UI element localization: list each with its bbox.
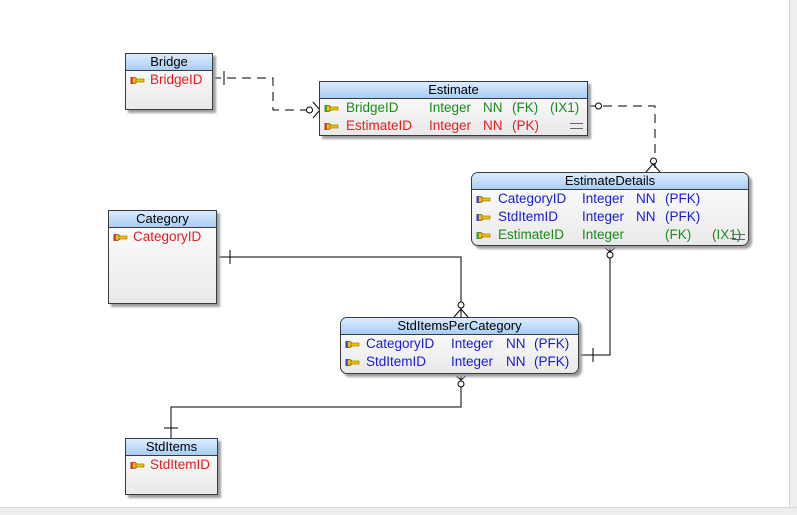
resize-grip-icon[interactable]: [570, 123, 583, 129]
table-title: EstimateDetails: [472, 173, 748, 190]
column-key: (PK): [512, 118, 539, 133]
column-key: (FK): [512, 100, 539, 115]
column-row[interactable]: CategoryID: [109, 228, 216, 246]
primary-key-icon: [130, 77, 145, 84]
column-name: StdItemID: [498, 209, 559, 224]
primary-key-icon: [130, 462, 145, 469]
primary-key-icon: [324, 123, 339, 130]
column-row[interactable]: EstimateID Integer NN (PK): [320, 117, 587, 135]
column-null: NN: [483, 118, 503, 133]
rel-bridge-estimate[interactable]: [212, 71, 321, 119]
column-index: (IX1): [550, 100, 580, 115]
column-null: NN: [506, 354, 526, 369]
horizontal-scrollbar[interactable]: [0, 507, 797, 515]
column-type: Integer: [429, 100, 472, 115]
column-name: CategoryID: [133, 229, 202, 244]
column-type: Integer: [451, 354, 494, 369]
primary-foreign-key-icon: [345, 359, 360, 366]
column-null: NN: [636, 209, 656, 224]
foreign-key-icon: [324, 105, 339, 112]
column-key: (PFK): [665, 191, 701, 206]
column-type: Integer: [582, 191, 625, 206]
resize-grip-icon[interactable]: [732, 234, 745, 240]
column-name: EstimateID: [498, 227, 565, 242]
primary-key-icon: [113, 234, 128, 241]
column-name: CategoryID: [498, 191, 567, 206]
column-row[interactable]: BridgeID Integer NN (FK) (IX1): [320, 99, 587, 117]
column-row[interactable]: CategoryID Integer NN (PFK): [472, 190, 748, 208]
primary-foreign-key-icon: [345, 341, 360, 348]
column-name: StdItemID: [366, 354, 427, 369]
column-key: (PFK): [534, 354, 570, 369]
table-title: StdItems: [126, 439, 217, 456]
column-name: BridgeID: [150, 72, 203, 87]
table-title: Estimate: [320, 82, 587, 99]
column-type: Integer: [582, 227, 625, 242]
column-row[interactable]: EstimateID Integer (FK) (IX1): [472, 226, 748, 244]
column-key: (PFK): [665, 209, 701, 224]
column-row[interactable]: BridgeID: [126, 71, 212, 89]
column-row[interactable]: StdItemID Integer NN (PFK): [341, 353, 578, 371]
rel-category-stditemspercategory[interactable]: [216, 250, 469, 318]
column-index: (IX1): [712, 227, 742, 242]
column-type: Integer: [582, 209, 625, 224]
column-key: (FK): [665, 227, 692, 242]
rel-stditems-stditemspercategory[interactable]: [164, 373, 469, 438]
column-name: BridgeID: [346, 100, 399, 115]
column-row[interactable]: StdItemID Integer NN (PFK): [472, 208, 748, 226]
column-null: NN: [636, 191, 656, 206]
rel-estimatedetails-stditemspercategory[interactable]: [579, 245, 618, 362]
table-title: Bridge: [126, 54, 212, 71]
table-stditemspercategory[interactable]: StdItemsPerCategory CategoryID Integer N…: [340, 317, 579, 374]
table-stditems[interactable]: StdItems StdItemID: [125, 438, 218, 495]
table-estimatedetails[interactable]: EstimateDetails CategoryID Integer NN (P…: [471, 172, 749, 246]
column-null: NN: [483, 100, 503, 115]
table-title: Category: [109, 211, 216, 228]
table-title: StdItemsPerCategory: [341, 318, 578, 335]
column-null: NN: [506, 336, 526, 351]
foreign-key-icon: [476, 232, 491, 239]
column-name: StdItemID: [150, 457, 211, 472]
column-key: (PFK): [534, 336, 570, 351]
primary-foreign-key-icon: [476, 214, 491, 221]
primary-foreign-key-icon: [476, 196, 491, 203]
rel-estimate-estimatedetails[interactable]: [588, 102, 661, 173]
vertical-scrollbar[interactable]: [789, 0, 797, 514]
table-bridge[interactable]: Bridge BridgeID: [125, 53, 213, 110]
column-type: Integer: [451, 336, 494, 351]
table-category[interactable]: Category CategoryID: [108, 210, 217, 304]
column-type: Integer: [429, 118, 472, 133]
column-row[interactable]: StdItemID: [126, 456, 217, 474]
column-row[interactable]: CategoryID Integer NN (PFK): [341, 335, 578, 353]
column-name: CategoryID: [366, 336, 435, 351]
table-estimate[interactable]: Estimate BridgeID Integer NN (FK) (IX1) …: [319, 81, 588, 136]
column-name: EstimateID: [346, 118, 413, 133]
